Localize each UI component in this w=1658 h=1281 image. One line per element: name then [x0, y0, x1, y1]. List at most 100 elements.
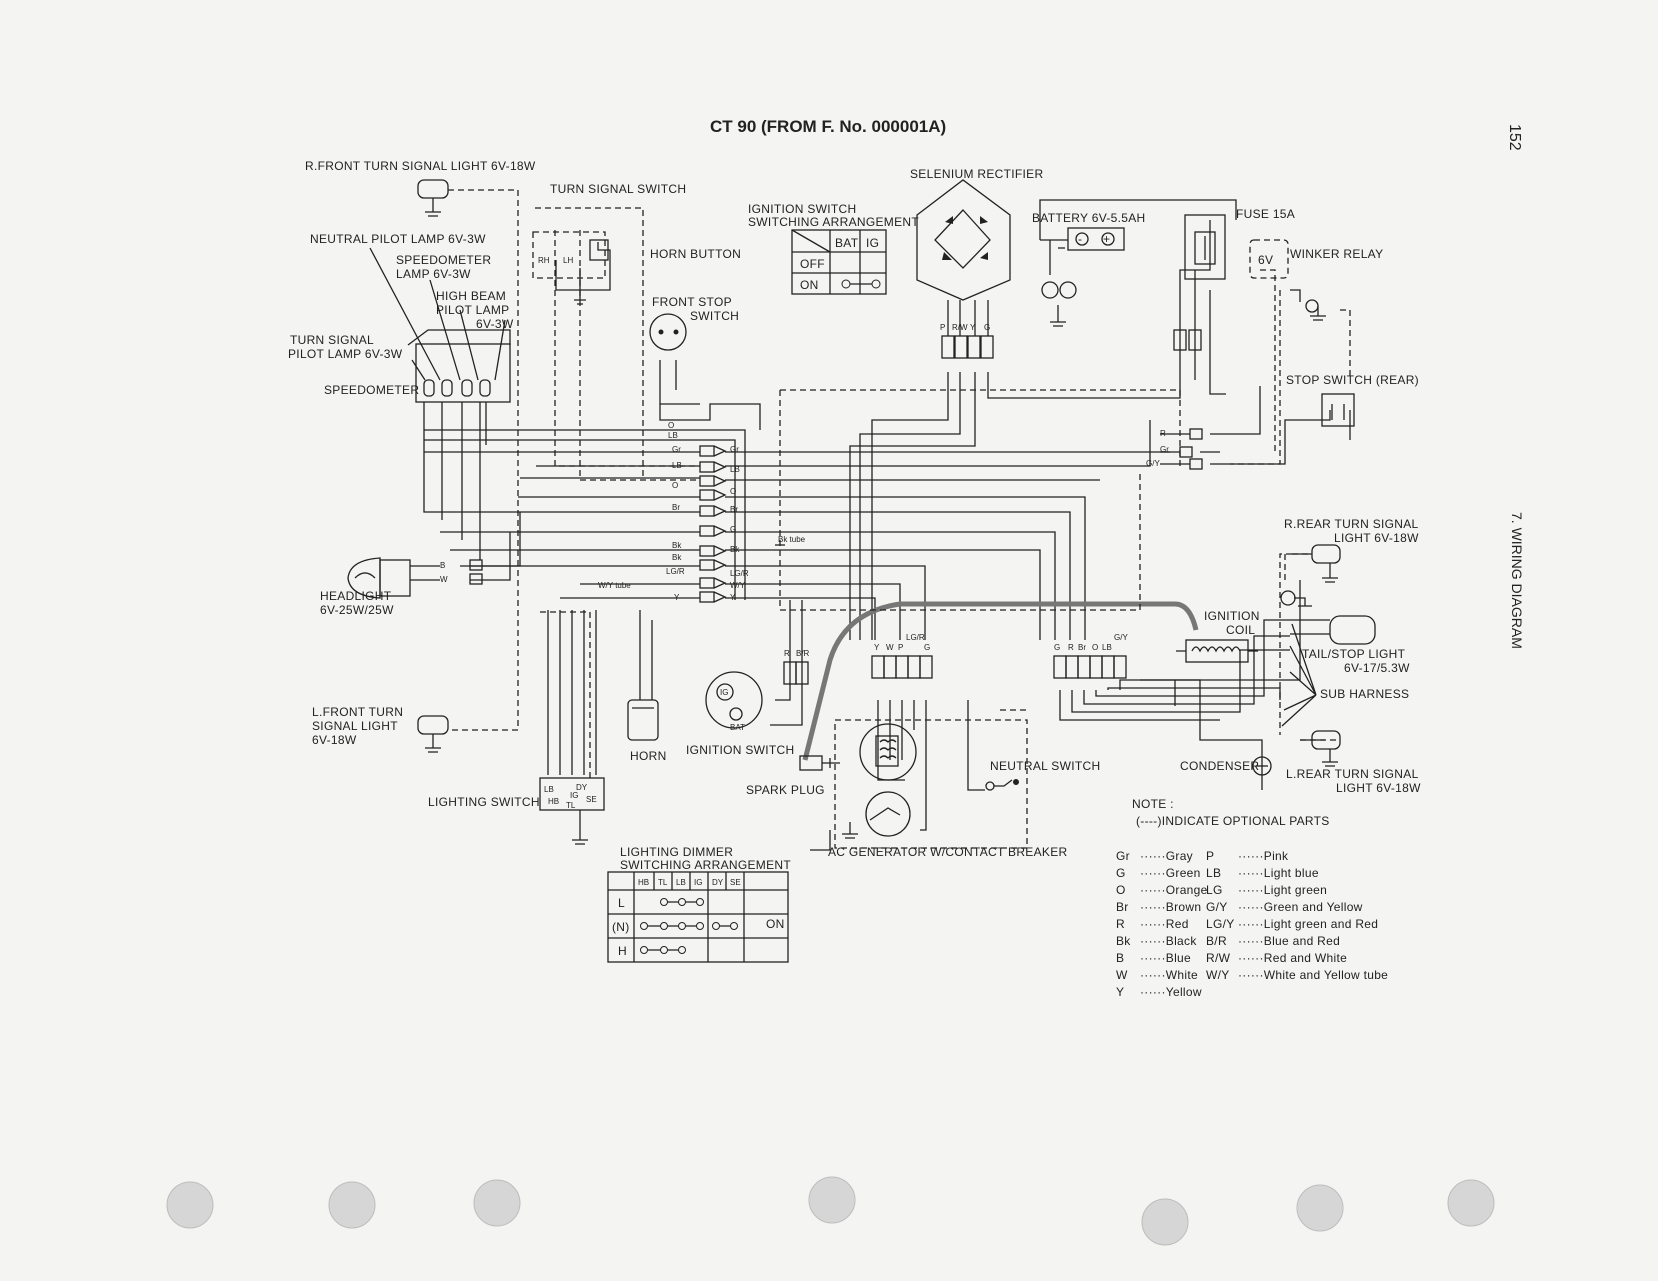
label-turn-pilot-1: TURN SIGNAL — [290, 333, 374, 347]
legend-code: W — [1116, 968, 1128, 982]
ls-terminal-hb: HB — [548, 797, 559, 806]
lighting-dimmer-table: HB TL LB IG DY SE L (N) H ON — [607, 871, 789, 963]
dimmer-header-lb: LB — [676, 878, 686, 887]
label-headlight-1: HEADLIGHT — [320, 589, 392, 603]
legend-code: G/Y — [1206, 900, 1228, 914]
legend-name: ······Green and Yellow — [1238, 900, 1363, 914]
legend-name: ······White — [1140, 968, 1198, 982]
label-ac-generator: AC GENERATOR W/CONTACT BREAKER — [828, 845, 1068, 859]
dimmer-header-hb: HB — [638, 878, 649, 887]
wire-code: Bk — [672, 541, 682, 550]
wire-code: LB — [1102, 643, 1112, 652]
label-high-beam-2: PILOT LAMP — [436, 303, 509, 317]
label-front-stop-1: FRONT STOP — [652, 295, 732, 309]
condenser — [1252, 756, 1272, 776]
binder-hole — [328, 1181, 376, 1229]
component-labels: R.FRONT TURN SIGNAL LIGHT 6V-18W TURN SI… — [288, 159, 1421, 872]
label-selenium: SELENIUM RECTIFIER — [910, 167, 1043, 181]
spark-plug — [799, 755, 840, 771]
legend-name: ······Pink — [1238, 849, 1289, 863]
battery: - + — [1040, 227, 1125, 327]
label-high-beam-1: HIGH BEAM — [436, 289, 506, 303]
ignition-switch-table: BAT IG OFF ON — [791, 229, 887, 295]
legend-code: Br — [1116, 900, 1129, 914]
ign-switch-ig: IG — [720, 688, 728, 697]
label-ign-arr-2: SWITCHING ARRANGEMENT — [748, 215, 919, 229]
neutral-switch — [985, 779, 1019, 791]
binder-hole — [1447, 1179, 1495, 1227]
wire-code: G — [984, 323, 990, 332]
svg-text:RH: RH — [538, 256, 550, 265]
wire-code: LB — [730, 465, 740, 474]
label-ign-arr-1: IGNITION SWITCH — [748, 202, 857, 216]
legend-code: LG — [1206, 883, 1223, 897]
label-ignition-coil-1: IGNITION — [1204, 609, 1260, 623]
label-battery: BATTERY 6V-5.5AH — [1032, 211, 1146, 225]
wire-code: Gr — [1160, 445, 1169, 454]
legend-code: O — [1116, 883, 1126, 897]
r-front-turn-signal-light — [417, 179, 449, 217]
label-spark-plug: SPARK PLUG — [746, 783, 825, 797]
main-connectors — [469, 329, 1203, 685]
legend-name: ······Green — [1140, 866, 1201, 880]
label-l-rear-turn-2: LIGHT 6V-18W — [1336, 781, 1421, 795]
wire-code: Y — [674, 593, 680, 602]
wire-code: Bk tube — [778, 535, 806, 544]
wire-code: Bk — [672, 553, 682, 562]
ls-terminal-dy: DY — [576, 783, 588, 792]
legend-name: ······Red and White — [1238, 951, 1347, 965]
label-condenser: CONDENSER — [1180, 759, 1259, 773]
legend-name: ······Red — [1140, 917, 1189, 931]
dimmer-row-l: L — [618, 896, 625, 910]
wire-code: Br — [672, 503, 680, 512]
legend-code: LB — [1206, 866, 1221, 880]
legend-name: ······Gray — [1140, 849, 1193, 863]
label-neutral-pilot: NEUTRAL PILOT LAMP 6V-3W — [310, 232, 486, 246]
page-number: 152 — [1506, 124, 1523, 151]
label-ignition-switch: IGNITION SWITCH — [686, 743, 795, 757]
ls-terminal-tl: TL — [566, 801, 576, 810]
diagram-title: CT 90 (FROM F. No. 000001A) — [710, 117, 946, 136]
label-l-front-turn-2: SIGNAL LIGHT — [312, 719, 398, 733]
label-neutral-switch: NEUTRAL SWITCH — [990, 759, 1100, 773]
legend-code: R/W — [1206, 951, 1231, 965]
ign-table-row-on: ON — [800, 278, 819, 292]
label-winker-relay: WINKER RELAY — [1290, 247, 1383, 261]
wire-code: LG/R — [730, 569, 749, 578]
color-legend: Gr······GrayG······GreenO······OrangeBr·… — [1116, 849, 1388, 999]
legend-name: ······Blue — [1140, 951, 1191, 965]
ls-terminal-lb: LB — [544, 785, 554, 794]
wire-code: P — [898, 643, 903, 652]
note-text: (----)INDICATE OPTIONAL PARTS — [1136, 814, 1330, 828]
wire-code: G — [730, 525, 736, 534]
legend-code: LG/Y — [1206, 917, 1235, 931]
label-fuse: FUSE 15A — [1236, 207, 1295, 221]
fuse — [1184, 214, 1226, 280]
ls-terminal-ig: IG — [570, 791, 578, 800]
legend-code: P — [1206, 849, 1214, 863]
label-turn-signal-switch: TURN SIGNAL SWITCH — [550, 182, 686, 196]
ignition-coil — [1176, 639, 1258, 663]
tail-stop-light — [1280, 590, 1376, 645]
label-r-front-turn: R.FRONT TURN SIGNAL LIGHT 6V-18W — [305, 159, 536, 173]
wire-code: B — [440, 561, 445, 570]
wire-code: Gr — [730, 445, 739, 454]
label-tail-stop-1: TAIL/STOP LIGHT — [1302, 647, 1406, 661]
wire-code: O — [730, 487, 736, 496]
label-speedo-lamp-2: LAMP 6V-3W — [396, 267, 471, 281]
label-dimmer-arr-1: LIGHTING DIMMER — [620, 845, 733, 859]
wire-code: W/Y tube — [598, 581, 631, 590]
label-horn: HORN — [630, 749, 667, 763]
svg-text:+: + — [1103, 232, 1110, 246]
legend-code: G — [1116, 866, 1126, 880]
label-l-front-turn-1: L.FRONT TURN — [312, 705, 403, 719]
front-stop-switch — [649, 313, 687, 351]
label-sub-harness: SUB HARNESS — [1320, 687, 1409, 701]
stop-switch-rear — [1321, 393, 1355, 427]
ign-table-row-off: OFF — [800, 257, 825, 271]
wire-code: G/Y — [1114, 633, 1128, 642]
dimmer-header-dy: DY — [712, 878, 724, 887]
wire-code: W/Y — [730, 581, 746, 590]
label-dimmer-arr-2: SWITCHING ARRANGEMENT — [620, 858, 791, 872]
wire-code: W — [886, 643, 894, 652]
